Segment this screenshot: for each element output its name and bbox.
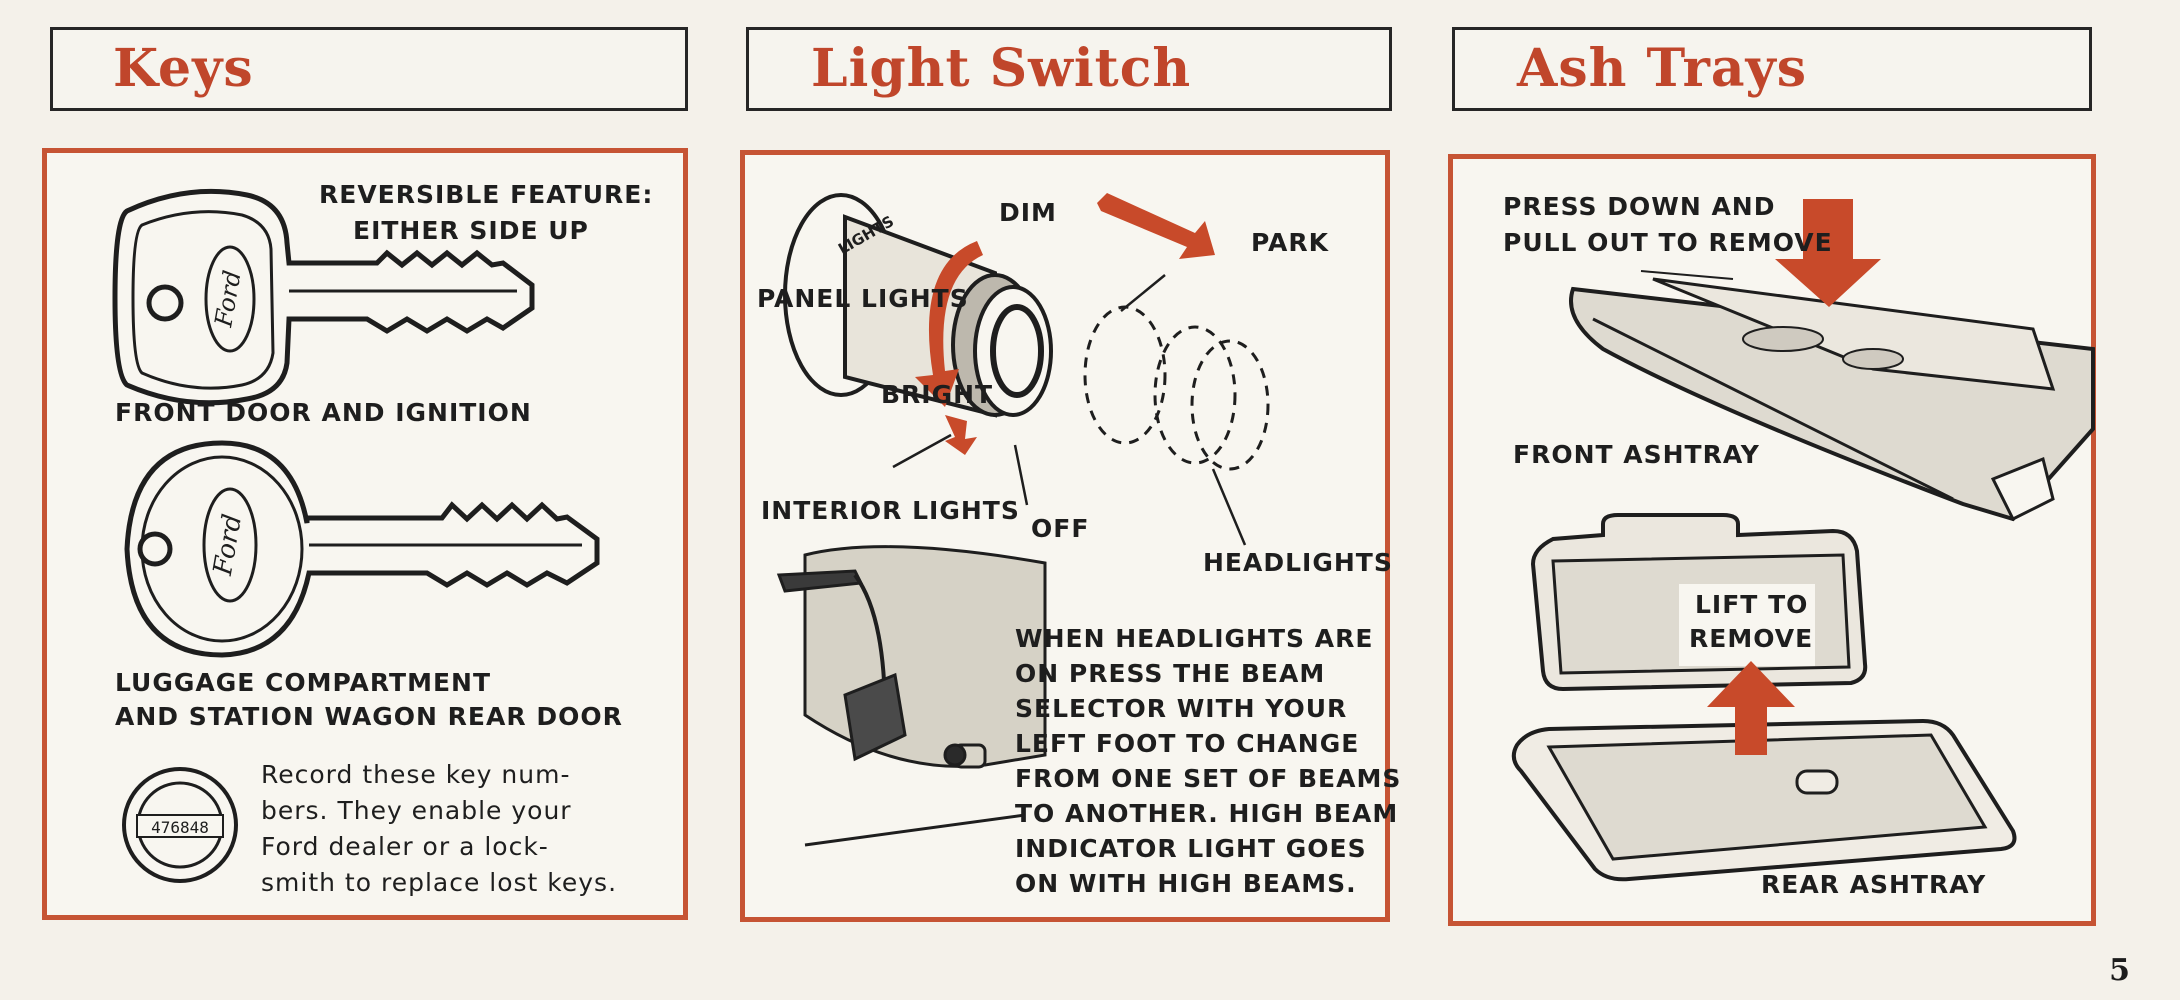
luggage-key <box>124 440 600 658</box>
beam-line-6: TO ANOTHER. HIGH BEAM <box>1015 799 1399 828</box>
press-label-2: PULL OUT TO REMOVE <box>1503 228 1833 257</box>
light-switch-title: Light Switch <box>811 38 1192 99</box>
lift-label-box <box>1679 584 1815 666</box>
knob-positions <box>1083 305 1270 471</box>
park-label: PARK <box>1251 228 1329 257</box>
ash-trays-illustration <box>1511 199 2095 882</box>
reversible-label-2: EITHER SIDE UP <box>353 216 589 245</box>
key-number: 476848 <box>151 818 209 837</box>
lift-up-arrow <box>1707 661 1795 755</box>
leader-lines <box>892 274 1247 546</box>
ash-trays-title: Ash Trays <box>1517 38 1808 99</box>
record-line-3: Ford dealer or a lock- <box>261 832 549 861</box>
record-line-1: Record these key num- <box>261 760 571 789</box>
press-label-1: PRESS DOWN AND <box>1503 192 1776 221</box>
red-arrows <box>915 193 1215 455</box>
record-note: Record these key num- bers. They enable … <box>261 757 617 901</box>
bright-label: BRIGHT <box>881 380 994 409</box>
light-switch-header: Light Switch <box>746 27 1392 111</box>
beam-line-8: ON WITH HIGH BEAMS. <box>1015 869 1357 898</box>
off-label: OFF <box>1031 514 1090 543</box>
dim-label: DIM <box>999 198 1057 227</box>
lift-label-2: REMOVE <box>1689 624 1814 653</box>
beam-line-1: WHEN HEADLIGHTS ARE <box>1015 624 1374 653</box>
record-line-4: smith to replace lost keys. <box>261 868 618 897</box>
keys-header: Keys <box>50 27 688 111</box>
front-ashtray-drawing <box>1569 277 2095 522</box>
light-switch-illustration: LIGHTS <box>776 193 1270 847</box>
interior-arrow <box>945 415 977 455</box>
beam-note: WHEN HEADLIGHTS ARE ON PRESS THE BEAM SE… <box>1015 621 1401 901</box>
floor-scene <box>776 545 1047 847</box>
beam-line-7: INDICATOR LIGHT GOES <box>1015 834 1367 863</box>
key-number-tag <box>122 767 238 883</box>
beam-line-2: ON PRESS THE BEAM <box>1015 659 1326 688</box>
keys-title: Keys <box>113 38 254 99</box>
beam-line-3: SELECTOR WITH YOUR <box>1015 694 1348 723</box>
press-down-arrow <box>1775 199 1881 307</box>
ash-trays-header: Ash Trays <box>1452 27 2092 111</box>
keys-panel: Ford Ford 476848 REVERSIBLE FEATURE: EIT… <box>42 148 688 920</box>
beam-line-5: FROM ONE SET OF BEAMS <box>1015 764 1402 793</box>
ash-trays-panel: PRESS DOWN AND PULL OUT TO REMOVE FRONT … <box>1448 154 2096 926</box>
luggage-label-1: LUGGAGE COMPARTMENT <box>115 668 491 697</box>
front-door-label: FRONT DOOR AND IGNITION <box>115 398 532 427</box>
headlights-label: HEADLIGHTS <box>1203 548 1393 577</box>
panel-lights-label: PANEL LIGHTS <box>757 284 969 313</box>
front-ashtray-label: FRONT ASHTRAY <box>1513 440 1760 469</box>
panel-bright-arrow <box>915 241 983 407</box>
page-number: 5 <box>2109 953 2130 988</box>
rear-ashtray-label: REAR ASHTRAY <box>1761 870 1987 899</box>
interior-lights-label: INTERIOR LIGHTS <box>761 496 1020 525</box>
lift-label-1: LIFT TO <box>1695 590 1809 619</box>
keys-illustration: Ford Ford 476848 <box>112 188 600 883</box>
front-door-key <box>112 188 535 406</box>
luggage-label-2: AND STATION WAGON REAR DOOR <box>115 702 623 731</box>
light-switch-panel: LIGHTS DIM PARK PANEL LIGHTS BRIGHT INTE… <box>740 150 1400 922</box>
record-line-2: bers. They enable your <box>261 796 572 825</box>
reversible-label-1: REVERSIBLE FEATURE: <box>319 180 654 209</box>
beam-line-4: LEFT FOOT TO CHANGE <box>1015 729 1360 758</box>
dim-park-arrow <box>1097 193 1215 259</box>
